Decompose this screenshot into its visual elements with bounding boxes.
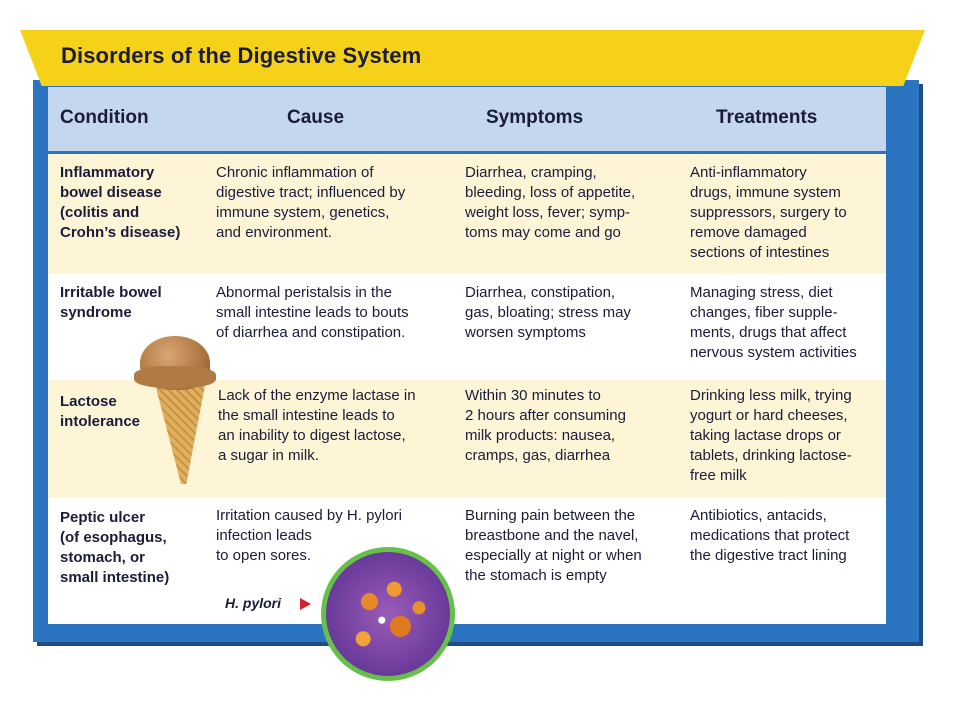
header-cause: Cause	[287, 107, 345, 128]
h-pylori-label: H. pylori	[225, 595, 282, 611]
table-header: Condition Cause Symptoms Treatments	[48, 87, 886, 154]
treatments-cell: Antibiotics, antacids,medications that p…	[690, 507, 850, 564]
disorders-table: Condition Cause Symptoms Treatments Infl…	[48, 87, 886, 624]
header-condition: Condition	[60, 107, 149, 128]
pointer-arrow-icon	[300, 598, 311, 610]
header-treatments: Treatments	[716, 107, 818, 128]
h-pylori-micrograph	[321, 547, 455, 681]
symptoms-cell: Diarrhea, cramping,bleeding, loss of app…	[465, 164, 636, 241]
header-symptoms: Symptoms	[486, 107, 584, 128]
ice-cream-scoop	[134, 336, 216, 390]
page-title: Disorders of the Digestive System	[61, 43, 422, 68]
title-banner: Disorders of the Digestive System	[20, 30, 925, 86]
ice-cream-cone-image	[134, 336, 216, 486]
symptoms-cell: Diarrhea, constipation,gas, bloating; st…	[465, 284, 631, 341]
cone-shape	[154, 380, 206, 484]
